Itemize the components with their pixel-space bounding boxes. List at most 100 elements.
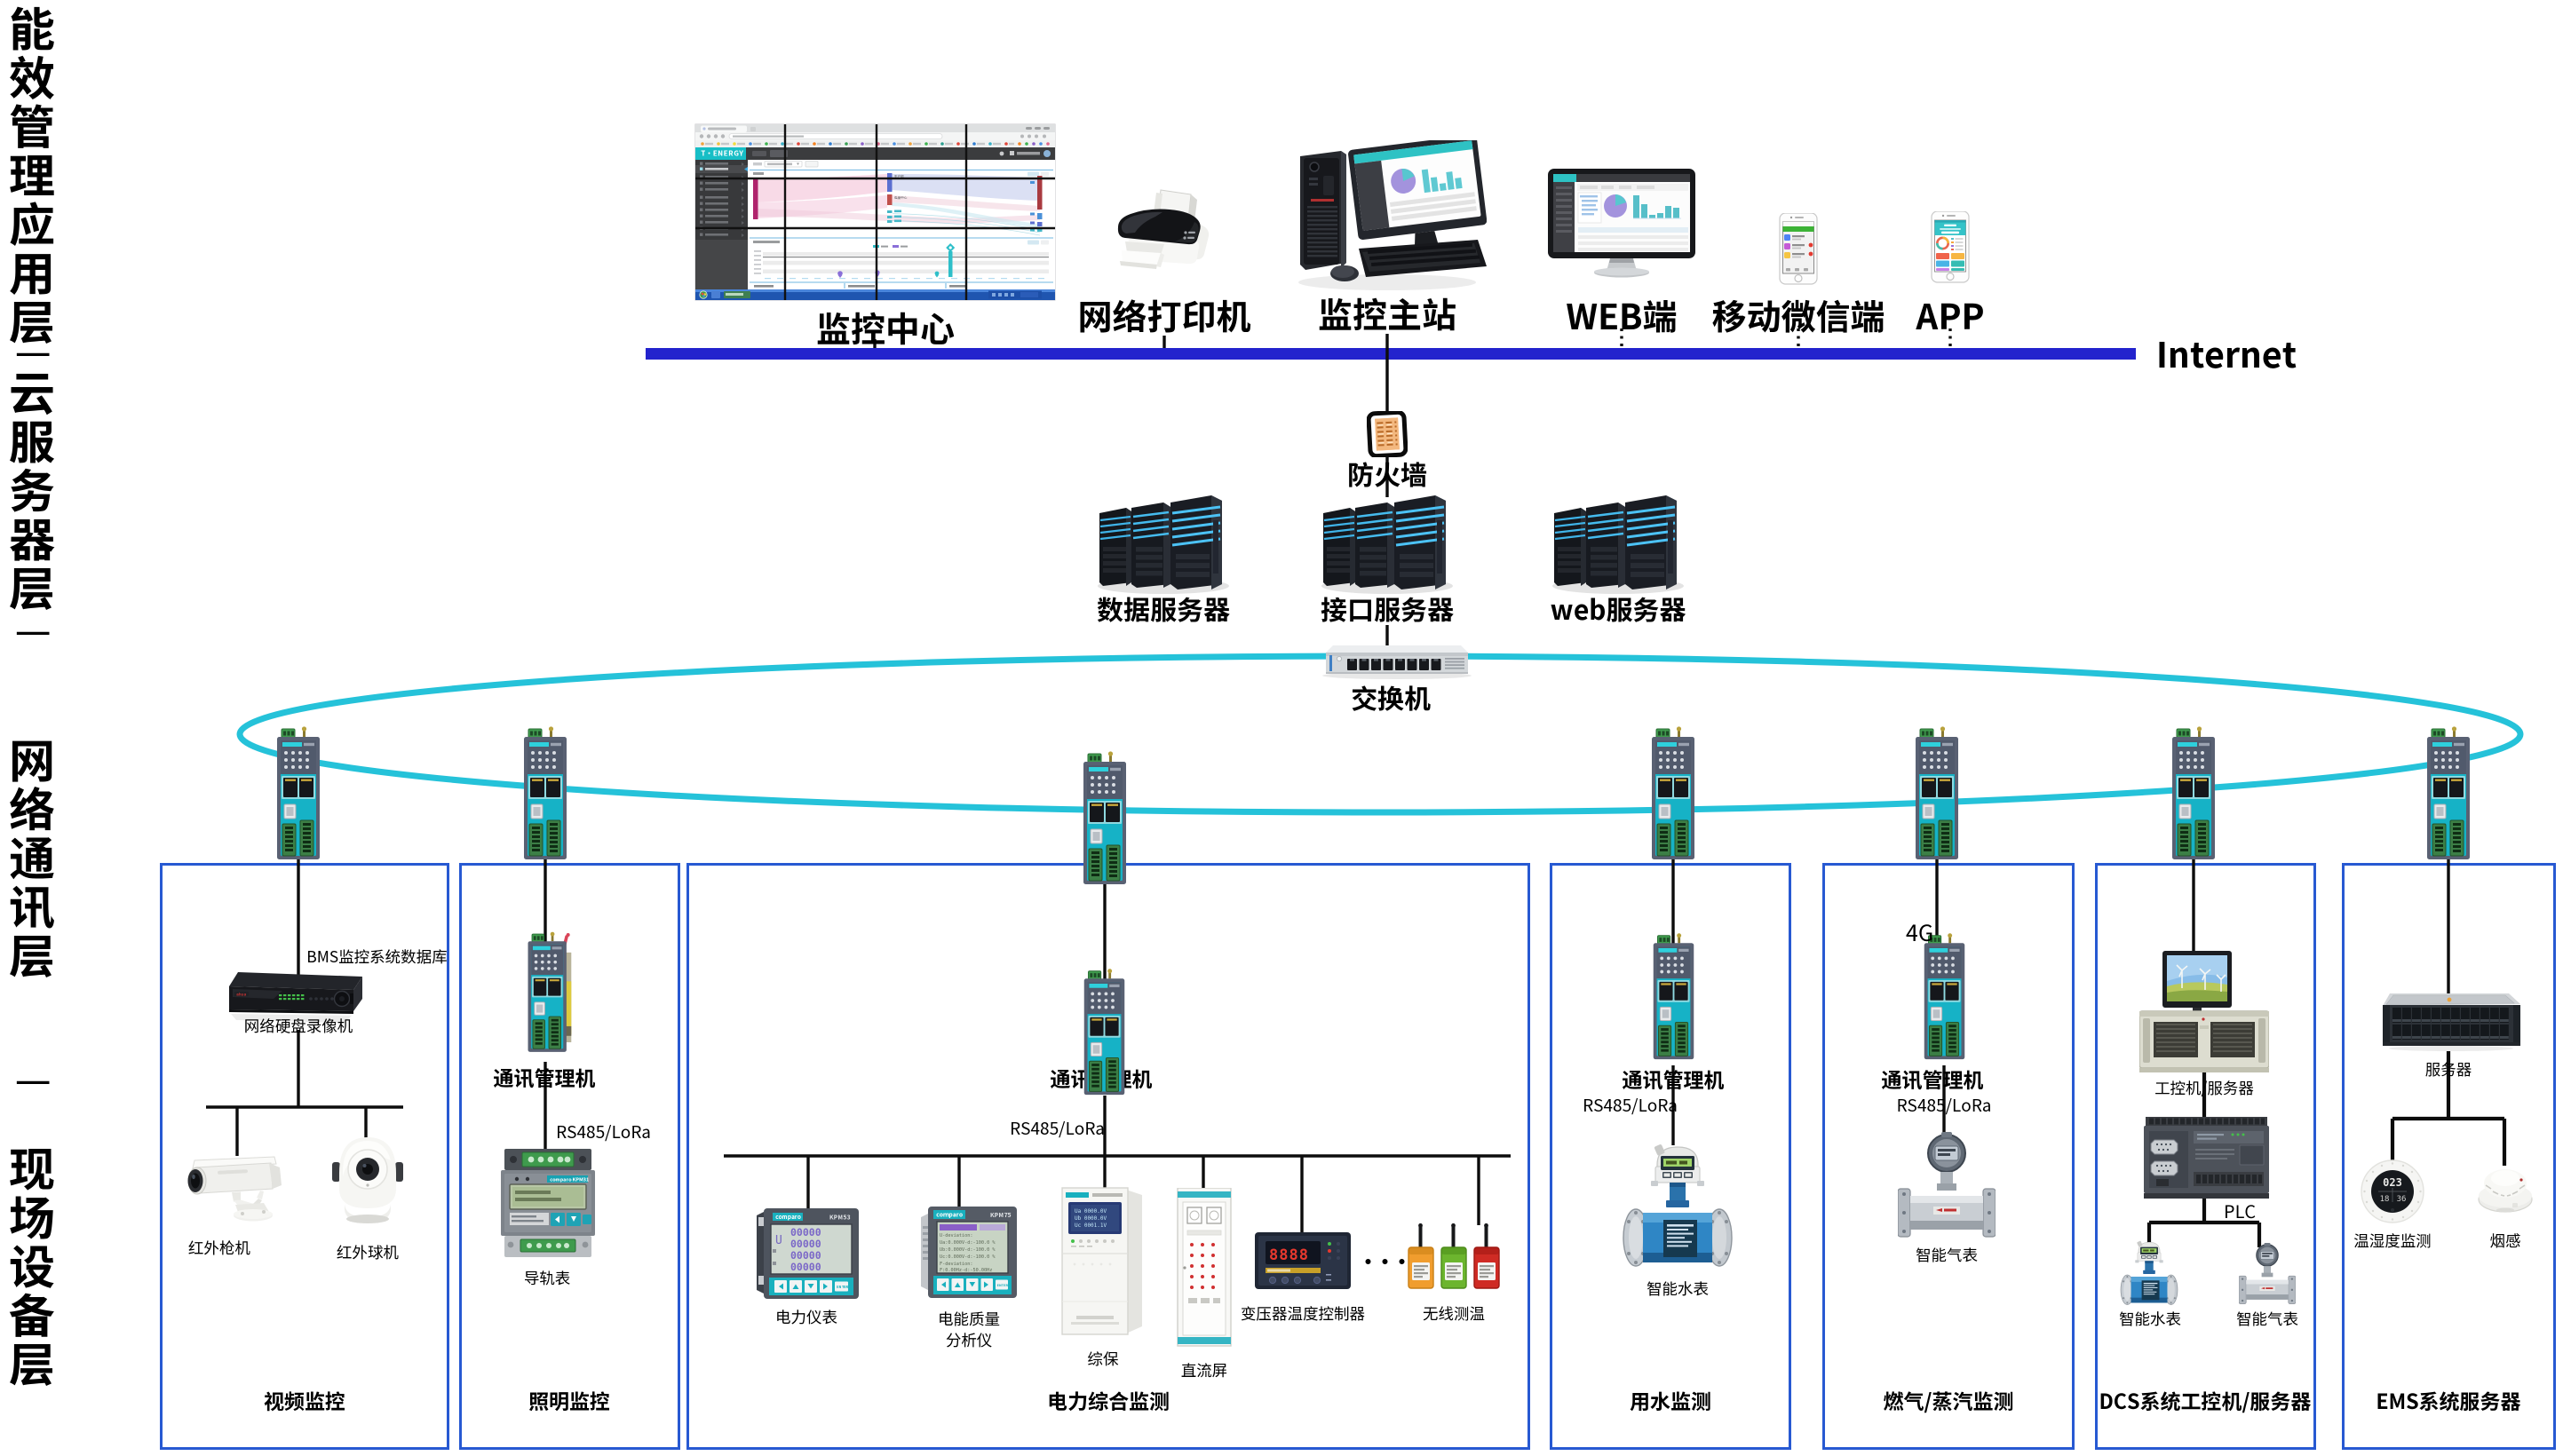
device-power-meter — [756, 1207, 859, 1300]
device-gas-meter-small — [2239, 1243, 2296, 1305]
device-web-server — [1551, 494, 1686, 595]
device-water-meter-small — [2120, 1240, 2178, 1305]
device-gateway-ring-4 — [1651, 726, 1695, 860]
device-gateway-ring-1 — [276, 726, 321, 860]
device-din-rail-meter — [500, 1149, 596, 1257]
label-app: APP — [1916, 290, 1985, 340]
device-firewall — [1369, 412, 1406, 456]
box-video-surveillance — [160, 863, 449, 1450]
label-monitoring-center: 监控中心 — [815, 303, 956, 352]
label-firewall: 防火墙 — [1347, 454, 1427, 493]
label-dome-camera: 红外球机 — [337, 1241, 399, 1263]
device-gateway-ring-2 — [523, 726, 567, 860]
device-water-meter — [1623, 1143, 1733, 1267]
title-power-monitoring: 电力综合监测 — [1047, 1385, 1170, 1415]
device-gateway-power — [1083, 968, 1125, 1096]
label-internet: Internet — [2156, 328, 2297, 378]
label-network-printer: 网络打印机 — [1077, 290, 1251, 340]
screen-logo: T·ENERGY — [701, 149, 744, 159]
label-dc-panel: 直流屏 — [1180, 1359, 1228, 1381]
label-pq-analyzer-line2: 分析仪 — [945, 1329, 993, 1351]
device-temp-humidity-sensor — [2361, 1159, 2424, 1223]
device-wireless-sensor-green — [1440, 1223, 1467, 1289]
device-gateway-ring-5 — [1915, 726, 1959, 860]
label-bus-lighting: RS485/LoRa — [556, 1120, 652, 1143]
label-ellipsis: ··· — [1357, 1245, 1413, 1276]
device-gateway-ring-7 — [2426, 726, 2471, 860]
title-gas-steam-monitoring: 燃气/蒸汽监测 — [1883, 1385, 2014, 1415]
label-gateway-lighting: 通讯管理机 — [493, 1062, 596, 1092]
label-gas-meter-small: 智能气表 — [2236, 1308, 2298, 1330]
device-gateway-gas — [1924, 932, 1965, 1060]
label-water-meter: 智能水表 — [1647, 1278, 1709, 1300]
sankey-node-label: 电度中心 — [894, 195, 908, 201]
device-monitoring-master — [1297, 140, 1487, 291]
label-gas-meter: 智能气表 — [1916, 1244, 1978, 1266]
device-bullet-camera — [187, 1156, 282, 1222]
device-monitoring-center-screenshot: T·ENERGY — [694, 123, 1056, 301]
label-monitoring-master: 监控主站 — [1317, 289, 1457, 338]
label-power-meter: 电力仪表 — [775, 1306, 837, 1328]
device-data-server — [1096, 494, 1231, 595]
device-protection-relay — [1061, 1187, 1143, 1335]
title-lighting-monitoring: 照明监控 — [528, 1385, 610, 1415]
label-protection-relay: 综保 — [1087, 1348, 1119, 1370]
device-switch — [1321, 645, 1472, 679]
label-data-server: 数据服务器 — [1097, 589, 1230, 628]
layer-separator: 一 — [15, 1056, 51, 1107]
sankey-node-label: 生产部 — [893, 174, 904, 179]
device-industrial-pc — [2139, 951, 2269, 1072]
label-temp-humidity: 温湿度监测 — [2353, 1230, 2432, 1252]
title-video-surveillance: 视频监控 — [264, 1385, 345, 1415]
label-pq-analyzer-line1: 电能质量 — [938, 1308, 1000, 1330]
device-wireless-sensor-orange — [1408, 1223, 1434, 1289]
title-ems-system: EMS系统服务器 — [2376, 1385, 2521, 1415]
layer-label-cloud: 云服务器层 — [8, 357, 55, 619]
label-industrial-pc: 工控机/服务器 — [2154, 1077, 2254, 1099]
title-water-monitoring: 用水监测 — [1630, 1385, 1711, 1415]
connector-lines-box1 — [206, 1030, 403, 1156]
device-plc — [2144, 1117, 2269, 1199]
device-gateway-lighting — [528, 932, 572, 1052]
label-4g-uplink: 4G — [1906, 916, 1934, 948]
internet-bus-line — [646, 348, 2136, 360]
device-gateway-ring-3 — [1083, 751, 1127, 885]
label-plc: PLC — [2224, 1198, 2257, 1223]
connector-lines-top — [873, 328, 1952, 415]
device-dc-panel — [1177, 1188, 1232, 1347]
label-web-terminal: WEB端 — [1566, 290, 1678, 340]
device-gas-meter — [1898, 1132, 1996, 1238]
label-wechat-mobile: 移动微信端 — [1711, 290, 1885, 340]
label-rack-server: 服务器 — [2424, 1058, 2472, 1080]
connector-lines-box6 — [2146, 1071, 2262, 1247]
label-bus-power: RS485/LoRa — [1010, 1116, 1106, 1140]
device-app-phone — [1931, 211, 1970, 284]
label-din-rail-meter: 导轨表 — [523, 1267, 571, 1289]
connector-lines-box3 — [724, 1096, 1511, 1232]
layer-label-network: 网络通讯层 — [8, 724, 55, 986]
label-water-meter-small: 智能水表 — [2119, 1308, 2181, 1330]
layer-label-field: 现场设备层 — [8, 1133, 55, 1395]
label-gateway-gas: 通讯管理机 — [1881, 1064, 1984, 1094]
device-smoke-detector — [2478, 1168, 2533, 1214]
layer-separator: 一 — [15, 606, 51, 658]
device-pq-analyzer — [921, 1206, 1017, 1299]
label-bus-water: RS485/LoRa — [1583, 1093, 1678, 1117]
device-web-terminal — [1548, 169, 1695, 278]
device-gateway-ring-6 — [2171, 726, 2216, 860]
label-wireless-temp: 无线测温 — [1423, 1302, 1485, 1325]
label-interface-server: 接口服务器 — [1321, 589, 1454, 628]
label-bms-database: BMS监控系统数据库 — [306, 946, 448, 968]
label-gateway-water: 通讯管理机 — [1622, 1064, 1725, 1094]
device-dome-camera — [332, 1136, 403, 1224]
connector-lines-gateways — [297, 859, 2450, 1000]
label-transformer-temp-controller: 变压器温度控制器 — [1241, 1302, 1365, 1325]
device-wechat-phone — [1779, 213, 1818, 285]
label-bullet-camera: 红外枪机 — [188, 1237, 250, 1259]
title-dcs-system: DCS系统工控机/服务器 — [2099, 1385, 2312, 1415]
device-wireless-sensor-red — [1473, 1223, 1500, 1289]
device-network-printer — [1117, 189, 1210, 270]
device-interface-server — [1320, 494, 1455, 595]
